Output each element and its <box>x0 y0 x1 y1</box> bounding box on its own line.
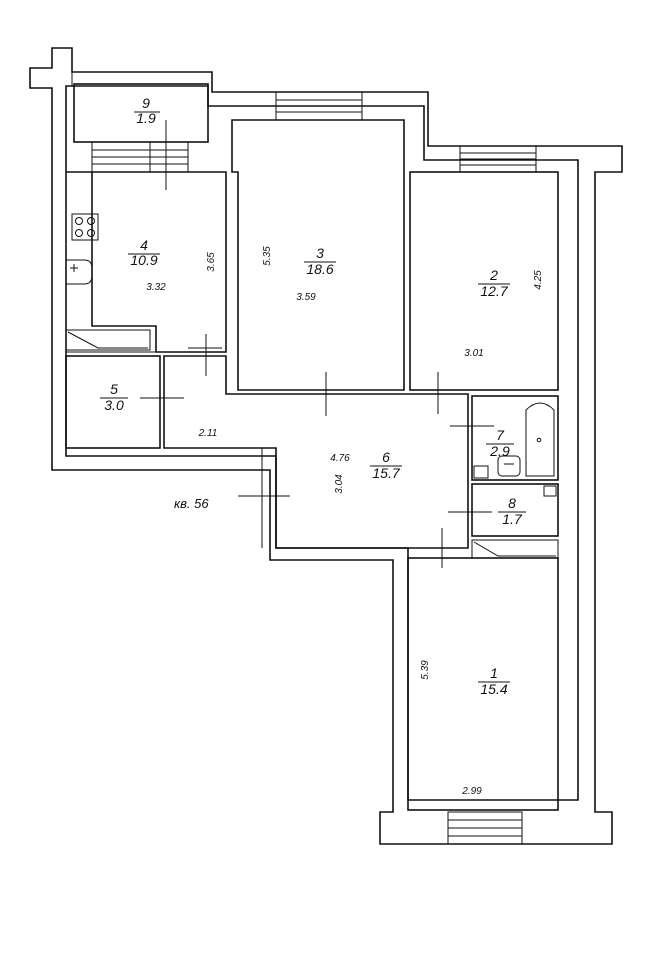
room-8-number: 8 <box>508 495 516 511</box>
room-9-area: 1.9 <box>136 110 156 126</box>
closets <box>65 329 559 559</box>
room-6-number: 6 <box>382 449 390 465</box>
room-5-number: 5 <box>110 381 118 397</box>
room-4-height: 3.65 <box>206 252 217 272</box>
outer-walls <box>29 47 623 845</box>
room-2-height: 4.25 <box>533 270 544 290</box>
washbasin-icon <box>473 465 489 479</box>
room-2-number: 2 <box>489 267 498 283</box>
room-6-area: 15.7 <box>372 465 400 481</box>
window-room-3 <box>275 91 363 121</box>
room-3-number: 3 <box>316 245 324 261</box>
window-room-4 <box>91 141 189 173</box>
room-3-width: 3.59 <box>296 292 316 303</box>
room-2-width: 3.01 <box>464 348 483 359</box>
room-2-area: 12.7 <box>480 283 508 299</box>
room-1-width: 2.99 <box>461 786 482 797</box>
room-8-toilet <box>471 483 559 537</box>
room-1-height: 5.39 <box>420 660 431 680</box>
room-1 <box>407 557 559 811</box>
room-5-area: 3.0 <box>104 397 124 413</box>
room-7-number: 7 <box>496 427 505 443</box>
room-5-pantry <box>65 355 161 449</box>
room-3-height: 5.35 <box>262 246 273 266</box>
hall-width: 4.76 <box>330 453 350 464</box>
window-room-2 <box>459 145 537 173</box>
toilet-icon <box>497 455 521 477</box>
room-4-area: 10.9 <box>130 252 157 268</box>
room-9-number: 9 <box>142 95 150 111</box>
sink-icon <box>66 259 93 285</box>
room-7-bathroom <box>471 395 559 481</box>
window-room-1 <box>447 811 523 845</box>
room-3 <box>231 119 405 391</box>
room-4-number: 4 <box>140 237 148 253</box>
corridor-width: 2.11 <box>198 428 218 439</box>
dimension-labels: 3.32 3.59 3.01 2.11 4.76 2.99 3.65 5.35 … <box>146 246 544 797</box>
apartment-label: кв. 56 <box>174 496 209 511</box>
room-8-area: 1.7 <box>502 511 523 527</box>
stove-icon <box>71 213 99 241</box>
windows <box>91 91 537 845</box>
room-labels: 9 1.9 4 10.9 3 18.6 2 12.7 5 3.0 6 15.7 … <box>100 95 526 697</box>
room-1-area: 15.4 <box>480 681 507 697</box>
room-4-width: 3.32 <box>146 282 166 293</box>
hall-height: 3.04 <box>334 474 345 494</box>
door-marks <box>140 120 494 568</box>
room-1-number: 1 <box>490 665 498 681</box>
room-7-area: 2.9 <box>489 443 510 459</box>
room-3-area: 18.6 <box>306 261 333 277</box>
bathtub-icon <box>525 402 555 477</box>
room-6-hall <box>163 355 469 549</box>
